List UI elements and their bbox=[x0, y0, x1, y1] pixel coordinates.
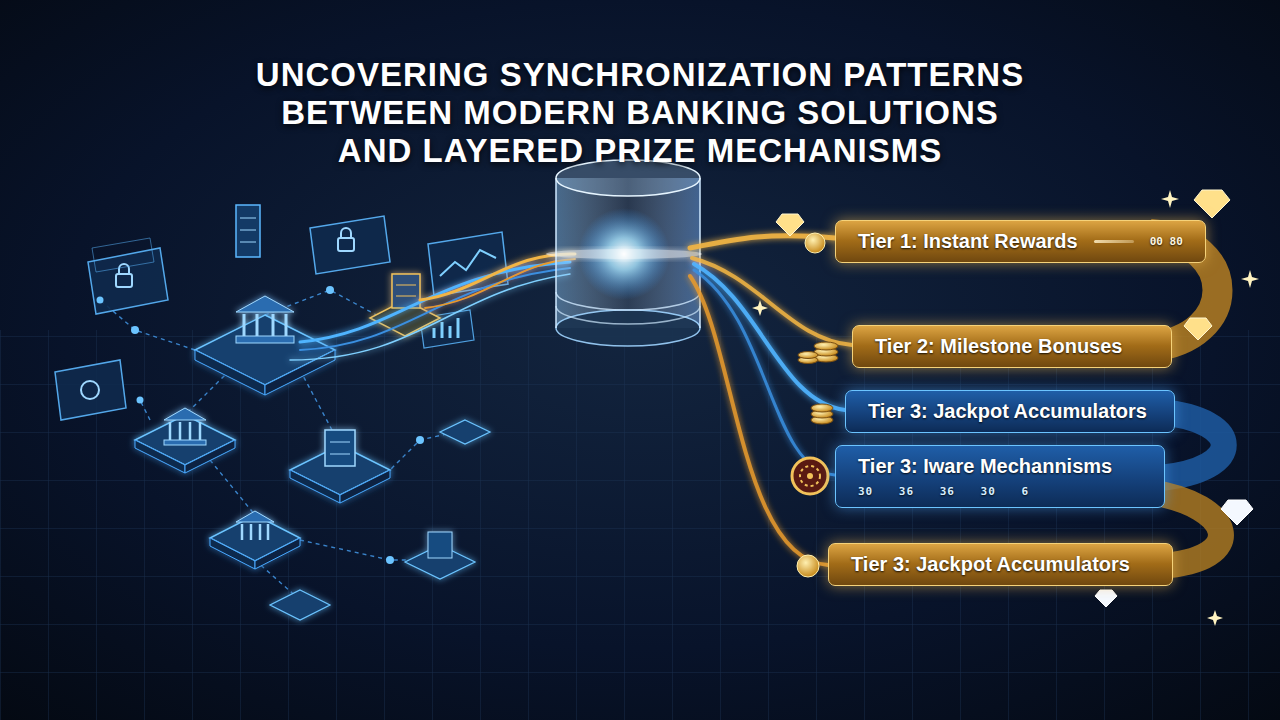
shield-icon bbox=[81, 381, 99, 399]
sparkle bbox=[1207, 610, 1223, 626]
bank-base bbox=[236, 336, 294, 343]
gem-icon bbox=[776, 214, 804, 236]
tier-label: Tier 1: Instant Rewards bbox=[858, 230, 1078, 253]
chart-line bbox=[440, 250, 496, 276]
tier-band: Tier 3: Jackpot Accumulators bbox=[845, 390, 1175, 433]
gold-stream bbox=[420, 254, 575, 300]
gold-stream bbox=[425, 259, 575, 308]
platform-top bbox=[270, 590, 330, 620]
server-slot bbox=[240, 218, 256, 219]
banking-network bbox=[135, 274, 490, 620]
server-slot bbox=[240, 242, 256, 243]
sparkle bbox=[1161, 190, 1179, 208]
database-cylinder bbox=[546, 160, 702, 346]
lock-icon bbox=[116, 274, 132, 287]
coin-stack bbox=[814, 342, 838, 350]
floating-screens bbox=[55, 205, 508, 420]
platform-side bbox=[290, 470, 340, 503]
blue-stream bbox=[290, 274, 570, 360]
glow-ray bbox=[546, 249, 702, 259]
platform-side bbox=[195, 350, 265, 395]
server-box bbox=[428, 532, 452, 558]
gem-icon bbox=[1221, 500, 1253, 525]
data-streams-in bbox=[290, 254, 575, 360]
gold-stream bbox=[692, 258, 852, 345]
tier-label: Tier 3: Iware Mechannisms bbox=[858, 455, 1112, 478]
network-link bbox=[185, 370, 230, 415]
progress-bar bbox=[1094, 240, 1134, 243]
roulette-wheel bbox=[792, 458, 828, 494]
cylinder-ring bbox=[556, 306, 700, 324]
bank-pediment bbox=[236, 296, 294, 312]
screen-panel bbox=[55, 360, 126, 420]
blue-stream bbox=[300, 268, 570, 350]
bank-columns bbox=[170, 422, 200, 440]
screen-panel bbox=[92, 238, 154, 272]
sparkle bbox=[1241, 270, 1259, 288]
tier-band: Tier 3: Jackpot Accumulators bbox=[828, 543, 1173, 586]
server-slot bbox=[396, 285, 416, 286]
gold-stream bbox=[690, 276, 828, 565]
tier-band: Tier 1: Instant Rewards 00 80 bbox=[835, 220, 1206, 263]
server-slot bbox=[240, 230, 256, 231]
coin-stack bbox=[811, 404, 833, 412]
platform-side bbox=[340, 470, 390, 503]
coin-stack bbox=[798, 352, 818, 359]
blue-stream bbox=[694, 270, 835, 475]
tier-band: Tier 3: Iware Mechannisms 30 36 36 30 6 bbox=[835, 445, 1165, 508]
lock-icon bbox=[119, 264, 129, 274]
bank-pediment bbox=[164, 408, 206, 420]
bank-base bbox=[164, 440, 206, 445]
tier-band: Tier 2: Milestone Bonuses bbox=[852, 325, 1172, 368]
network-link bbox=[210, 460, 255, 515]
bank-pediment bbox=[236, 511, 274, 522]
tier-label: Tier 3: Jackpot Accumulators bbox=[851, 553, 1130, 576]
coin-icon bbox=[805, 233, 825, 253]
lock-icon bbox=[338, 238, 354, 251]
title: UNCOVERING SYNCHRONIZATION PATTERNS BETW… bbox=[254, 56, 1026, 170]
bank-columns bbox=[244, 314, 286, 336]
bank-columns bbox=[242, 524, 268, 540]
prize-icons bbox=[752, 190, 1259, 626]
server-box bbox=[325, 430, 355, 466]
roulette-wheel bbox=[800, 466, 820, 486]
network-dots bbox=[97, 286, 425, 564]
server-tower bbox=[236, 205, 260, 257]
screen-panel bbox=[310, 216, 390, 274]
screen-panel bbox=[88, 248, 168, 314]
tier-counter: 30 36 36 30 6 bbox=[858, 485, 1029, 498]
network-links bbox=[100, 290, 465, 600]
platform-side bbox=[265, 350, 335, 395]
tier-label: Tier 3: Jackpot Accumulators bbox=[868, 400, 1147, 423]
data-streams-out bbox=[690, 236, 852, 565]
server-slot bbox=[396, 296, 416, 297]
tier-counter: 00 80 bbox=[1150, 235, 1183, 248]
server-slot bbox=[330, 454, 350, 455]
platform-side bbox=[210, 538, 255, 569]
lock-icon bbox=[341, 228, 351, 238]
coin-icon bbox=[797, 555, 819, 577]
platform-side bbox=[255, 538, 300, 569]
gem-icon bbox=[1095, 590, 1117, 607]
gem-icon bbox=[1194, 190, 1230, 218]
sparkle bbox=[752, 300, 768, 316]
platform-top bbox=[440, 420, 490, 444]
floor-grid bbox=[0, 330, 1280, 720]
platform-top bbox=[135, 415, 235, 465]
cylinder-bottom bbox=[556, 310, 700, 346]
roulette-hub bbox=[807, 473, 813, 479]
tier-label: Tier 2: Milestone Bonuses bbox=[875, 335, 1122, 358]
server-slot bbox=[330, 442, 350, 443]
gem-icon bbox=[1184, 318, 1212, 340]
